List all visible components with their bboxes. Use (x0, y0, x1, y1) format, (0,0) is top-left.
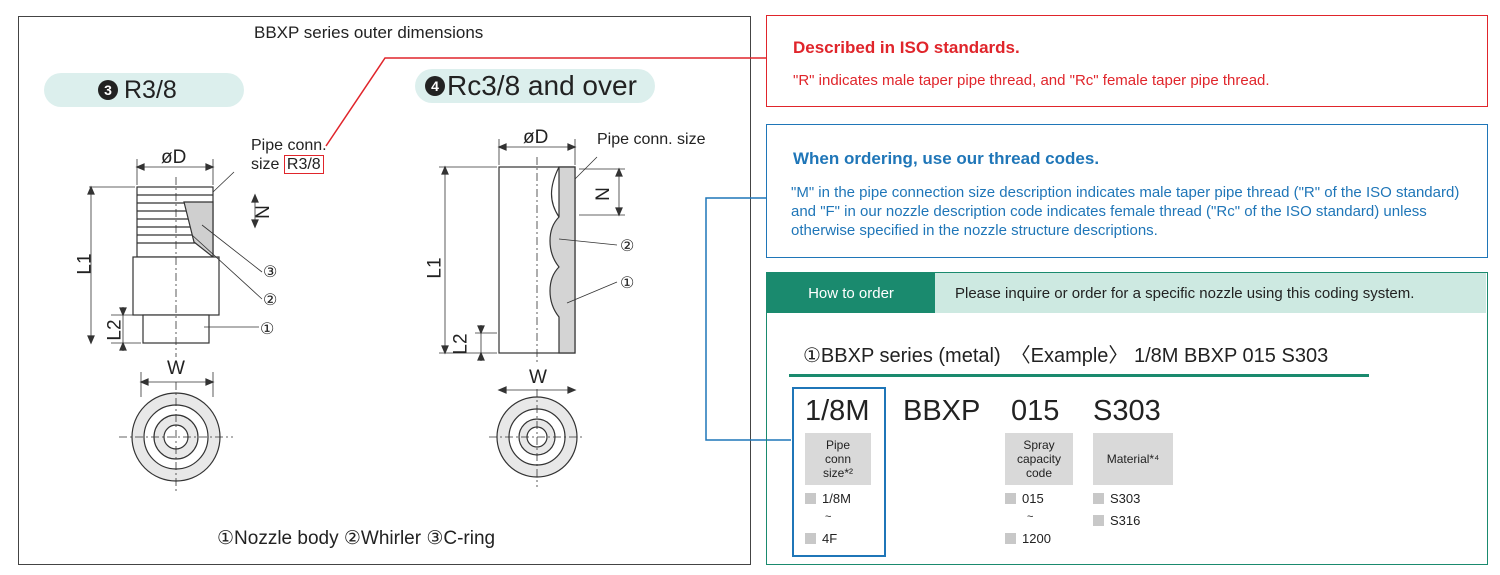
how-to-order-description: Please inquire or order for a specific n… (955, 285, 1415, 302)
option-item: S303 (1093, 491, 1140, 506)
option-label: 015 (1022, 491, 1044, 506)
drawing3-label: R3/8 (124, 75, 177, 104)
callout-3-drawing3: ③ (263, 264, 278, 281)
parts-legend: ①Nozzle body ②Whirler ③C-ring (217, 528, 496, 549)
callout-2-drawing4: ② (620, 238, 635, 255)
callout-1-drawing4: ① (620, 275, 635, 292)
w-label-4: W (529, 367, 547, 388)
tag-material: Material*⁴ (1093, 433, 1173, 485)
option-label: S316 (1110, 513, 1141, 528)
tag-line: Material*⁴ (1106, 452, 1160, 466)
pipe-conn-label-3: Pipe conn. (251, 137, 327, 154)
code-pipe-size: 1/8M (805, 395, 870, 427)
callout-1-drawing3: ① (260, 321, 275, 338)
number-4-badge: 4 (425, 76, 445, 96)
panel-title: BBXP series outer dimensions (244, 23, 494, 43)
option-item: 1/8M (805, 491, 851, 506)
option-item: 015 (1005, 491, 1044, 506)
option-item: 4F (805, 531, 837, 546)
option-label: 1200 (1022, 531, 1051, 546)
pipe-size-highlight-box (792, 387, 886, 557)
option-checkbox-icon (1093, 493, 1104, 504)
how-to-order-tab: How to order (767, 273, 935, 313)
iso-title: Described in ISO standards. (793, 38, 1020, 57)
pipe-size-value-highlight: R3/8 (283, 155, 324, 174)
drawing4-label: Rc3/8 and over (447, 70, 637, 101)
outer-dimensions-panel: BBXP series outer dimensions 3 R3/8 4 Rc… (18, 16, 751, 565)
option-label: 1/8M (822, 491, 851, 506)
pipe-conn-size-label-4: Pipe conn. size (597, 131, 706, 148)
tag-line: Spray (1023, 438, 1055, 452)
series-example-line: ①BBXP series (metal) 〈Example〉 1/8M BBXP… (803, 345, 1329, 367)
how-to-order-header: How to order Please inquire or order for… (767, 273, 1486, 313)
pipe-size-label-3: size R3/8 (251, 155, 324, 174)
how-to-order-panel: How to order Please inquire or order for… (766, 272, 1488, 565)
option-checkbox-icon (1005, 493, 1016, 504)
od-label-3: øD (161, 147, 187, 168)
pipe-size-prefix: size (251, 156, 280, 173)
option-item: 1200 (1005, 531, 1051, 546)
code-series: BBXP (903, 395, 981, 427)
option-checkbox-icon (1005, 533, 1016, 544)
tag-line: conn (824, 452, 852, 466)
tag-line: size*² (822, 466, 853, 480)
thread-codes-callout: When ordering, use our thread codes. "M"… (766, 124, 1488, 258)
option-label: S303 (1110, 491, 1141, 506)
option-checkbox-icon (805, 493, 816, 504)
option-checkbox-icon (805, 533, 816, 544)
range-tilde: ~ (1027, 511, 1034, 523)
order-title: When ordering, use our thread codes. (793, 149, 1100, 168)
series-divider (789, 374, 1369, 377)
code-material: S303 (1093, 395, 1161, 427)
iso-standards-callout: Described in ISO standards. "R" indicate… (766, 15, 1488, 107)
tag-line: capacity (1016, 452, 1062, 466)
option-item: S316 (1093, 513, 1140, 528)
tag-pipe-conn-size: Pipe conn size*² (805, 433, 871, 485)
od-label-4: øD (523, 127, 549, 148)
tag-line: Pipe (825, 438, 851, 452)
option-label: 4F (822, 531, 838, 546)
w-label-3: W (167, 358, 185, 379)
drawing4-pill: 4 Rc3/8 and over (415, 69, 655, 103)
range-tilde: ~ (825, 511, 832, 523)
order-text: "M" in the pipe connection size descript… (791, 184, 1460, 239)
iso-text: "R" indicates male taper pipe thread, an… (793, 72, 1270, 89)
tag-line: code (1025, 466, 1053, 480)
tag-spray-capacity-code: Spray capacity code (1005, 433, 1073, 485)
drawing3-pill: 3 R3/8 (44, 73, 244, 107)
number-3-badge: 3 (98, 80, 118, 100)
dimension-drawings (87, 139, 625, 493)
option-checkbox-icon (1093, 515, 1104, 526)
code-spray-capacity: 015 (1011, 395, 1060, 427)
callout-2-drawing3: ② (263, 292, 278, 309)
